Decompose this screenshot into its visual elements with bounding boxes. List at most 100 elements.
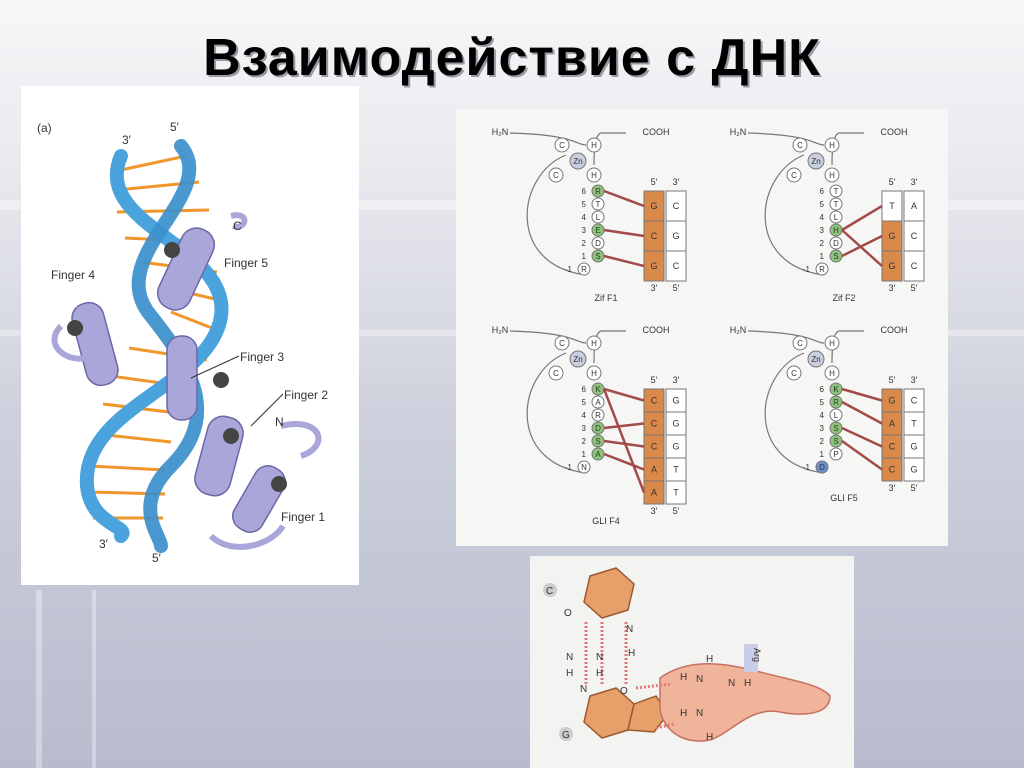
residue-letter: S xyxy=(833,424,838,433)
residue-circle xyxy=(829,184,843,198)
n-terminus-label: H₂N xyxy=(492,325,509,335)
residue-number: 4 xyxy=(582,411,587,420)
atom-label: H xyxy=(628,648,635,659)
residue-letter: C xyxy=(553,171,559,180)
residue-letter: H xyxy=(829,171,835,180)
zinc-label: Zn xyxy=(573,157,582,166)
residue-circle xyxy=(586,365,602,381)
zinc-ion xyxy=(807,350,825,368)
background-stripe xyxy=(36,590,42,768)
base-letter: G xyxy=(672,419,679,429)
residue-circle xyxy=(824,365,840,381)
residue-letter: D xyxy=(819,463,825,472)
residue-letter: H xyxy=(591,141,597,150)
atom-label: H xyxy=(744,678,751,689)
base-letter: G xyxy=(888,396,895,406)
atom-label: O xyxy=(564,608,572,619)
residue-number: 2 xyxy=(582,437,587,446)
strand-end-label: 3′ xyxy=(673,375,680,385)
residue-letter: S xyxy=(595,252,600,261)
residue-circle xyxy=(586,167,602,183)
base-rings xyxy=(583,567,669,739)
residue-letter: H xyxy=(829,141,835,150)
strand-end-label: 3′ xyxy=(889,283,896,293)
residue-letter: R xyxy=(819,265,825,274)
base-letter: C xyxy=(911,396,918,406)
base-letter: C xyxy=(651,419,658,429)
atom-label: N xyxy=(696,674,703,685)
base-cell xyxy=(665,250,687,282)
arginine-label: Arg xyxy=(752,648,762,662)
residue-letter: C xyxy=(797,339,803,348)
residue-circle xyxy=(586,335,602,351)
residue-letter: A xyxy=(595,450,601,459)
base-letter: A xyxy=(889,419,895,429)
contact-arrow xyxy=(603,228,645,238)
atom-label: O xyxy=(620,686,628,697)
residue-letter: T xyxy=(834,200,839,209)
contact-arrow xyxy=(841,204,883,232)
base-letter: G xyxy=(888,261,895,271)
figure-label: (a) xyxy=(37,121,52,135)
n-terminus-label: H₂N xyxy=(730,325,747,335)
protein-helices xyxy=(51,212,322,550)
base-letter: C xyxy=(911,231,918,241)
zinc-ion xyxy=(807,152,825,170)
residue-number: -1 xyxy=(565,463,573,472)
residue-circle xyxy=(829,236,843,250)
residue-letter: C xyxy=(791,171,797,180)
backbone-loop xyxy=(764,352,825,474)
residue-circle xyxy=(577,262,591,276)
residue-letter: S xyxy=(595,437,600,446)
base-letter: G xyxy=(650,261,657,271)
strand-end-label: 3′ xyxy=(911,375,918,385)
residue-letter: R xyxy=(595,411,601,420)
c-terminus-label: COOH xyxy=(643,127,670,137)
residue-letter: C xyxy=(559,339,565,348)
base-letter: A xyxy=(651,465,657,475)
strand-end-label: 5′ xyxy=(911,283,918,293)
atom-label: N xyxy=(596,652,603,663)
residue-number: 1 xyxy=(820,252,825,261)
residue-letter: H xyxy=(591,339,597,348)
finger-caption: GLI F4 xyxy=(592,516,620,526)
base-marker xyxy=(543,583,557,597)
residue-number: -1 xyxy=(803,265,811,274)
residue-number: 5 xyxy=(582,398,587,407)
contact-arrow xyxy=(841,400,883,425)
arg-label-box xyxy=(744,644,758,672)
contact-arrow xyxy=(841,387,883,402)
contact-arrow xyxy=(841,439,883,471)
base-letter: G xyxy=(888,231,895,241)
base-letter: G xyxy=(650,201,657,211)
residue-letter: S xyxy=(833,252,838,261)
base-letter: T xyxy=(911,419,917,429)
residue-letter: C xyxy=(797,141,803,150)
residue-letter: C xyxy=(559,141,565,150)
contact-arrow xyxy=(603,452,645,471)
residue-circle xyxy=(792,335,808,351)
residue-circle xyxy=(591,249,605,263)
residue-circle xyxy=(591,210,605,224)
base-letter: G xyxy=(672,396,679,406)
backbone-loop xyxy=(526,154,587,276)
leader-lines xyxy=(190,355,284,427)
residue-letter: E xyxy=(595,226,600,235)
base-letter: C xyxy=(889,442,896,452)
finger-caption: Zif F2 xyxy=(832,293,855,303)
strand-end-label: 3′ xyxy=(122,133,132,147)
residue-circle xyxy=(829,210,843,224)
base-cell xyxy=(665,480,687,505)
base-letter: G xyxy=(910,465,917,475)
residue-number: 4 xyxy=(820,411,825,420)
residue-letter: K xyxy=(595,385,601,394)
strand-end-label: 5′ xyxy=(170,120,180,134)
residue-circle xyxy=(815,460,829,474)
c-terminus-label: COOH xyxy=(881,127,908,137)
base-marker xyxy=(559,727,573,741)
residue-circle xyxy=(824,167,840,183)
